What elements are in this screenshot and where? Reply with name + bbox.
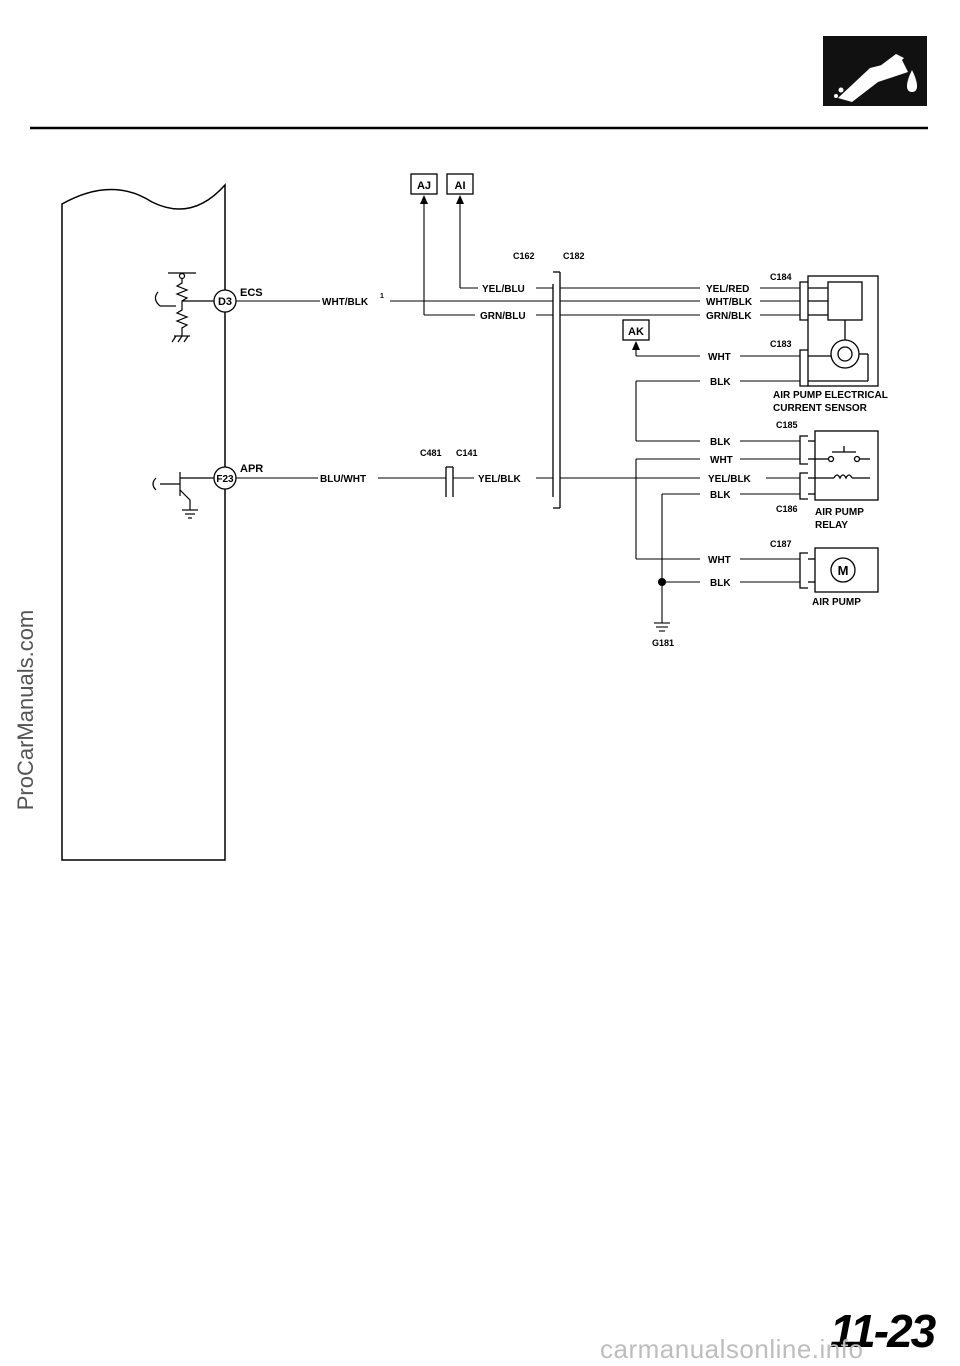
wire-blu-wht: BLU/WHT [320, 474, 366, 485]
connector-c185-label: C185 [776, 420, 798, 430]
connector-c481-label: C481 [420, 448, 442, 458]
page-number: 11-23 [830, 1305, 936, 1357]
connector-c141-label: C141 [456, 448, 478, 458]
motor-m-symbol: M [838, 563, 849, 578]
relay-name-line2: RELAY [815, 520, 848, 531]
relay-name-line1: AIR PUMP [815, 507, 864, 518]
ref-ai: AI [446, 173, 474, 204]
wire-wht-blk-1: WHT/BLK [322, 297, 369, 308]
ecm-pin-f23: F23 [213, 466, 237, 490]
wire-grn-blu: GRN/BLU [480, 311, 526, 322]
connector-c184-label: C184 [770, 272, 792, 282]
pump-name: AIR PUMP [812, 597, 861, 608]
pin-d3-label: D3 [218, 296, 232, 308]
ref-aj-label: AJ [417, 180, 431, 192]
ref-ak-label: AK [628, 326, 644, 338]
ecm-outline [61, 183, 226, 861]
connector-c162-label: C162 [513, 251, 535, 261]
wire-lines [236, 203, 800, 623]
wire-wht-relay: WHT [710, 455, 733, 466]
ecm-pin-d3: D3 [213, 289, 237, 313]
wire-wht-blk: WHT/BLK [706, 297, 753, 308]
ref-ak: AK [622, 319, 650, 350]
wire-wht-pump: WHT [708, 555, 731, 566]
side-watermark: ProCarManuals.com [6, 560, 46, 860]
connector-c481-c141 [445, 466, 454, 497]
apr-internal-circuit [152, 472, 214, 519]
ref-aj: AJ [410, 173, 438, 204]
air-pump-current-sensor [807, 275, 879, 387]
wire-yel-blk-left: YEL/BLK [478, 474, 522, 485]
pin-f23-label: F23 [216, 474, 234, 485]
wire-yel-red: YEL/RED [706, 284, 749, 295]
component-connectors [799, 281, 808, 589]
ground-symbol [654, 577, 670, 632]
sensor-name-line2: CURRENT SENSOR [773, 403, 868, 414]
wire-wht-sensor: WHT [708, 352, 731, 363]
wire-wht-blk-1-note: 1 [380, 293, 384, 300]
sensor-name-line1: AIR PUMP ELECTRICAL [773, 390, 888, 401]
apr-pin-name: APR [240, 463, 263, 475]
wire-yel-blu: YEL/BLU [482, 284, 525, 295]
bottom-watermark: carmanualsonline.info [600, 1334, 864, 1364]
connector-c186-label: C186 [776, 504, 798, 514]
wire-blk-pump: BLK [710, 578, 731, 589]
fuel-nozzle-icon [823, 36, 927, 106]
wire-blk-relay-2: BLK [710, 490, 731, 501]
air-pump-relay [808, 430, 879, 501]
connector-c182-label: C182 [563, 251, 585, 261]
ecs-internal-circuit [154, 272, 214, 343]
connector-c183-label: C183 [770, 339, 792, 349]
ecs-pin-name: ECS [240, 287, 263, 299]
ground-label: G181 [652, 638, 674, 648]
wire-grn-blk: GRN/BLK [706, 311, 752, 322]
connector-c162-c182 [552, 271, 561, 509]
wire-blk-sensor: BLK [710, 377, 731, 388]
connector-c187-label: C187 [770, 539, 792, 549]
air-pump-motor [808, 547, 879, 593]
side-watermark-text: ProCarManuals.com [13, 609, 38, 811]
ref-ai-label: AI [455, 180, 466, 192]
wire-yel-blk-relay: YEL/BLK [708, 474, 752, 485]
wire-blk-relay-1: BLK [710, 437, 731, 448]
